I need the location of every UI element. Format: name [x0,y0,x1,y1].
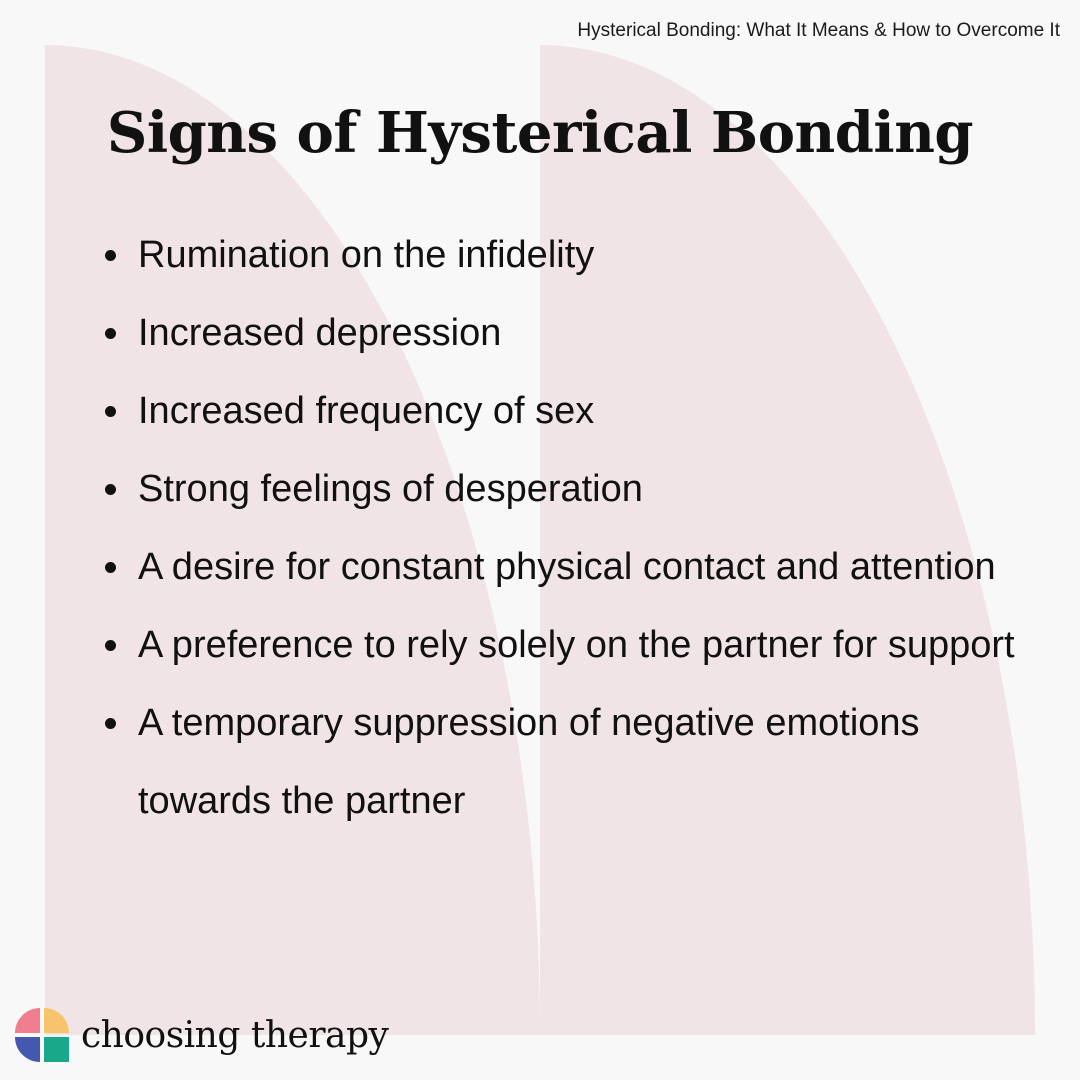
list-item: A preference to rely solely on the partn… [95,606,1025,684]
logo-petal-green [44,1037,69,1062]
sign-text: A desire for constant physical contact a… [138,546,996,588]
logo-petal-pink [15,1008,40,1033]
bullet-dot [105,250,116,261]
bullet-dot [105,562,116,573]
sign-text: A preference to rely solely on the partn… [138,624,1015,666]
list-item: A desire for constant physical contact a… [95,528,1025,606]
right-quote-shape [540,45,1035,1035]
brand-name: choosing therapy [81,1014,389,1056]
choosing-therapy-logo-icon [15,1008,69,1062]
bullet-dot [105,406,116,417]
bullet-dot [105,640,116,651]
left-quote-shape [45,45,540,1035]
bullet-dot [105,484,116,495]
bullet-dot [105,718,116,729]
sign-text: Increased depression [138,312,502,354]
brand-logo: choosing therapy [15,1008,389,1062]
list-item: Increased frequency of sex [95,372,1025,450]
article-caption: Hysterical Bonding: What It Means & How … [577,20,1060,41]
list-item: A temporary suppression of negative emot… [95,684,1025,840]
list-item: Strong feelings of desperation [95,450,1025,528]
sign-text: Increased frequency of sex [138,390,595,432]
logo-petal-blue [15,1037,40,1062]
sign-text: Rumination on the infidelity [138,234,595,276]
sign-text: A temporary suppression of negative emot… [138,702,920,822]
logo-petal-yellow [44,1008,69,1033]
sign-text: Strong feelings of desperation [138,468,643,510]
bullet-dot [105,328,116,339]
signs-list: Rumination on the infidelity Increased d… [95,216,1025,840]
page-title: Signs of Hysterical Bonding [106,100,974,166]
list-item: Rumination on the infidelity [95,216,1025,294]
list-item: Increased depression [95,294,1025,372]
